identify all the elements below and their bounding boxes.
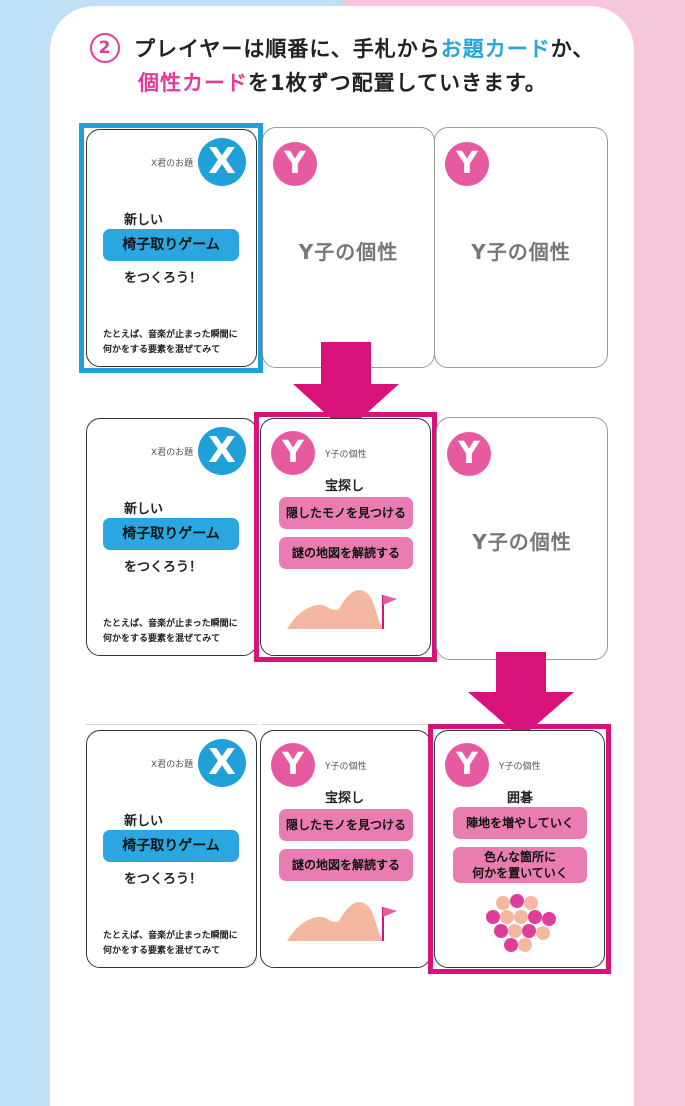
highlight-frame-x (79, 123, 263, 373)
y-letter-icon: Y (447, 432, 491, 476)
x-card-example: たとえば、音楽が止まった瞬間に 何かをする要素を混ぜてみて (103, 617, 238, 647)
y-card-chip1: 陣地を増やしていく (453, 807, 587, 839)
header-line2-post: を1枚ずつ配置していきます。 (248, 71, 547, 95)
y-go-card[interactable]: Y Y子の個性 囲碁 陣地を増やしていく 色んな箇所に 何かを置いていく (434, 730, 605, 968)
instruction-header: 2 プレイヤーは順番に、手札からお題カードか、 個性カードを1枚ずつ配置していきま… (90, 32, 630, 100)
x-card-label: X君のお題 (151, 448, 194, 458)
x-topic-card-row3[interactable]: X君のお題 X 新しい 椅子取りゲーム をつくろう！ たとえば、音楽が止まった瞬… (86, 730, 257, 968)
mountain-flag-icon (287, 902, 397, 941)
y-treasure-card[interactable]: Y Y子の個性 宝探し 隠したモノを見つける 謎の地図を解読する (260, 418, 431, 656)
x-card-chip: 椅子取りゲーム (103, 229, 239, 261)
y-card-chip2: 謎の地図を解読する (279, 849, 413, 881)
x-card-chip: 椅子取りゲーム (103, 518, 239, 550)
x-card-example: たとえば、音楽が止まった瞬間に 何かをする要素を混ぜてみて (103, 328, 238, 358)
x-card-line1: 新しい (124, 502, 164, 517)
y-letter-icon: Y (445, 743, 489, 787)
header-line1-post: か、 (550, 37, 595, 61)
y-card-chip2-line2: 何かを置いていく (472, 866, 568, 880)
x-card-label: X君のお題 (151, 159, 194, 169)
x-card-line1: 新しい (124, 814, 164, 829)
step-number-badge: 2 (90, 33, 120, 63)
highlight-frame-y-row2 (254, 412, 437, 662)
header-personality-card: 個性カード (138, 71, 248, 95)
x-topic-card-row2[interactable]: X君のお題 X 新しい 椅子取りゲーム をつくろう！ たとえば、音楽が止まった瞬… (86, 418, 257, 656)
y-card-chip2: 色んな箇所に 何かを置いていく (453, 847, 587, 883)
divider (262, 724, 428, 725)
y-blank-text: Y子の個性 (471, 240, 571, 264)
y-blank-card-2[interactable]: Y Y子の個性 (434, 127, 608, 368)
x-card-label: X君のお題 (151, 760, 194, 770)
x-topic-card[interactable]: X君のお題 X 新しい 椅子取りゲーム をつくろう！ たとえば、音楽が止まった瞬… (86, 129, 257, 367)
header-line1-pre: プレイヤーは順番に、手札から (134, 37, 441, 61)
divider (86, 724, 257, 725)
y-card-chip1: 隠したモノを見つける (279, 809, 413, 841)
x-letter-icon: X (198, 138, 246, 186)
y-blank-text: Y子の個性 (472, 530, 572, 554)
x-card-line3: をつくろう！ (124, 271, 203, 286)
y-blank-card-3[interactable]: Y Y子の個性 (436, 417, 608, 660)
y-card-chip1: 隠したモノを見つける (279, 497, 413, 529)
down-arrow-icon-1 (293, 342, 399, 432)
x-card-line3: をつくろう！ (124, 872, 203, 887)
x-card-example-line1: たとえば、音楽が止まった瞬間に (103, 619, 238, 629)
y-letter-icon: Y (273, 142, 317, 186)
x-card-line3: をつくろう！ (124, 560, 203, 575)
x-card-example: たとえば、音楽が止まった瞬間に 何かをする要素を混ぜてみて (103, 929, 238, 959)
y-letter-icon: Y (271, 431, 315, 475)
y-card-title: 宝探し (325, 479, 365, 494)
x-card-line1: 新しい (124, 213, 164, 228)
x-card-example-line2: 何かをする要素を混ぜてみて (103, 345, 221, 355)
highlight-frame-y-row3 (428, 724, 611, 974)
x-card-example-line2: 何かをする要素を混ぜてみて (103, 946, 221, 956)
x-card-example-line1: たとえば、音楽が止まった瞬間に (103, 931, 238, 941)
down-arrow-icon-2 (468, 652, 574, 738)
y-card-chip2-line1: 色んな箇所に (483, 850, 556, 864)
y-blank-card-1[interactable]: Y Y子の個性 (262, 127, 435, 368)
y-letter-icon: Y (445, 142, 489, 186)
y-blank-text: Y子の個性 (298, 240, 399, 264)
y-treasure-card-row3[interactable]: Y Y子の個性 宝探し 隠したモノを見つける 謎の地図を解読する (260, 730, 431, 968)
x-card-chip: 椅子取りゲーム (103, 830, 239, 862)
y-card-chip2: 謎の地図を解読する (279, 537, 413, 569)
x-card-example-line1: たとえば、音楽が止まった瞬間に (103, 330, 238, 340)
y-card-label: Y子の個性 (499, 762, 541, 772)
mountain-flag-icon (287, 590, 397, 629)
y-card-label: Y子の個性 (325, 762, 367, 772)
y-letter-icon: Y (271, 743, 315, 787)
x-card-example-line2: 何かをする要素を混ぜてみて (103, 634, 221, 644)
y-card-title: 宝探し (325, 791, 365, 806)
y-card-title: 囲碁 (507, 791, 534, 806)
header-topic-card: お題カード (440, 37, 551, 61)
y-card-label: Y子の個性 (325, 450, 367, 460)
x-letter-icon: X (198, 739, 246, 787)
x-letter-icon: X (198, 427, 246, 475)
go-stones-icon (486, 894, 556, 952)
